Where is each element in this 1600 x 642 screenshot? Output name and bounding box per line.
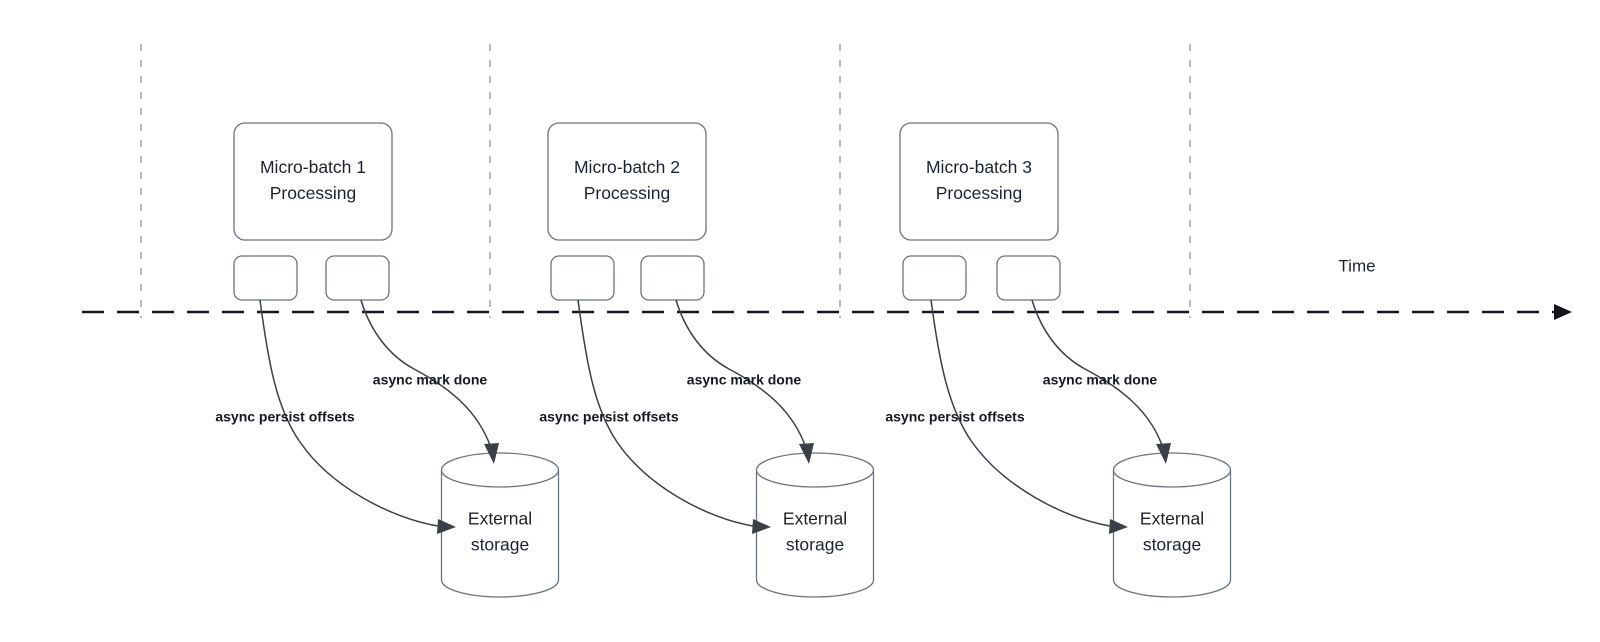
edge-persist-offsets-label: async persist offsets bbox=[215, 409, 354, 425]
edge-persist-offsets-arrowhead-icon bbox=[1109, 519, 1128, 534]
edge-mark-done-label: async mark done bbox=[687, 372, 802, 388]
external-storage-cylinder-body[interactable] bbox=[1112, 470, 1232, 598]
timeline-arrowhead-icon bbox=[1554, 304, 1572, 320]
task-box-markdone[interactable] bbox=[640, 255, 705, 301]
micro-batch-label-line2: Processing bbox=[270, 183, 357, 203]
timeline-axis-group: Time bbox=[82, 256, 1572, 320]
edge-persist-offsets-curve bbox=[259, 299, 439, 527]
external-storage-cylinder-body[interactable] bbox=[755, 470, 875, 598]
edge-persist-offsets-curve bbox=[577, 299, 754, 527]
external-storage-label-line2: storage bbox=[1143, 535, 1201, 555]
task-box-offsets[interactable] bbox=[902, 255, 967, 301]
task-box-offsets[interactable] bbox=[233, 255, 298, 301]
edge-mark-done-label: async mark done bbox=[373, 372, 488, 388]
edge-persist-offsets-label: async persist offsets bbox=[539, 409, 678, 425]
micro-batch-label-line1: Micro-batch 3 bbox=[926, 157, 1032, 177]
micro-batch-label-line1: Micro-batch 2 bbox=[574, 157, 680, 177]
edge-mark-done-label: async mark done bbox=[1043, 372, 1158, 388]
micro-batch-box-3[interactable] bbox=[899, 122, 1059, 241]
external-storage-label-line1: External bbox=[468, 509, 532, 529]
task-box-markdone[interactable] bbox=[996, 255, 1061, 301]
edge-mark-done-curve bbox=[360, 299, 492, 449]
edge-persist-offsets-curve bbox=[930, 299, 1111, 527]
micro-batch-label-line1: Micro-batch 1 bbox=[260, 157, 366, 177]
task-box-markdone[interactable] bbox=[325, 255, 390, 301]
micro-batch-box-1[interactable] bbox=[233, 122, 393, 241]
external-storage-cylinder-body[interactable] bbox=[440, 470, 560, 598]
external-storage-label-line1: External bbox=[1140, 509, 1204, 529]
external-storage-cylinder-top bbox=[1112, 452, 1232, 488]
edge-mark-done-arrowhead-icon bbox=[484, 443, 499, 464]
edge-mark-done-arrowhead-icon bbox=[1156, 443, 1171, 464]
edge-mark-done-curve bbox=[675, 299, 807, 449]
external-storage-label-line2: storage bbox=[786, 535, 844, 555]
external-storage-label-line2: storage bbox=[471, 535, 529, 555]
external-storage-cylinder-top bbox=[755, 452, 875, 488]
external-storage-label-line1: External bbox=[783, 509, 847, 529]
edge-persist-offsets-arrowhead-icon bbox=[437, 519, 456, 534]
micro-batch-box-2[interactable] bbox=[547, 122, 707, 241]
edge-persist-offsets-arrowhead-icon bbox=[752, 519, 771, 534]
external-storage-cylinder-top bbox=[440, 452, 560, 488]
micro-batch-label-line2: Processing bbox=[584, 183, 671, 203]
edge-persist-offsets-label: async persist offsets bbox=[885, 409, 1024, 425]
micro-batch-label-line2: Processing bbox=[936, 183, 1023, 203]
task-box-offsets[interactable] bbox=[550, 255, 615, 301]
edge-mark-done-curve bbox=[1031, 299, 1164, 449]
edge-mark-done-arrowhead-icon bbox=[799, 443, 814, 464]
tick-line-group bbox=[140, 44, 1191, 318]
timeline-axis-label: Time bbox=[1338, 256, 1375, 275]
